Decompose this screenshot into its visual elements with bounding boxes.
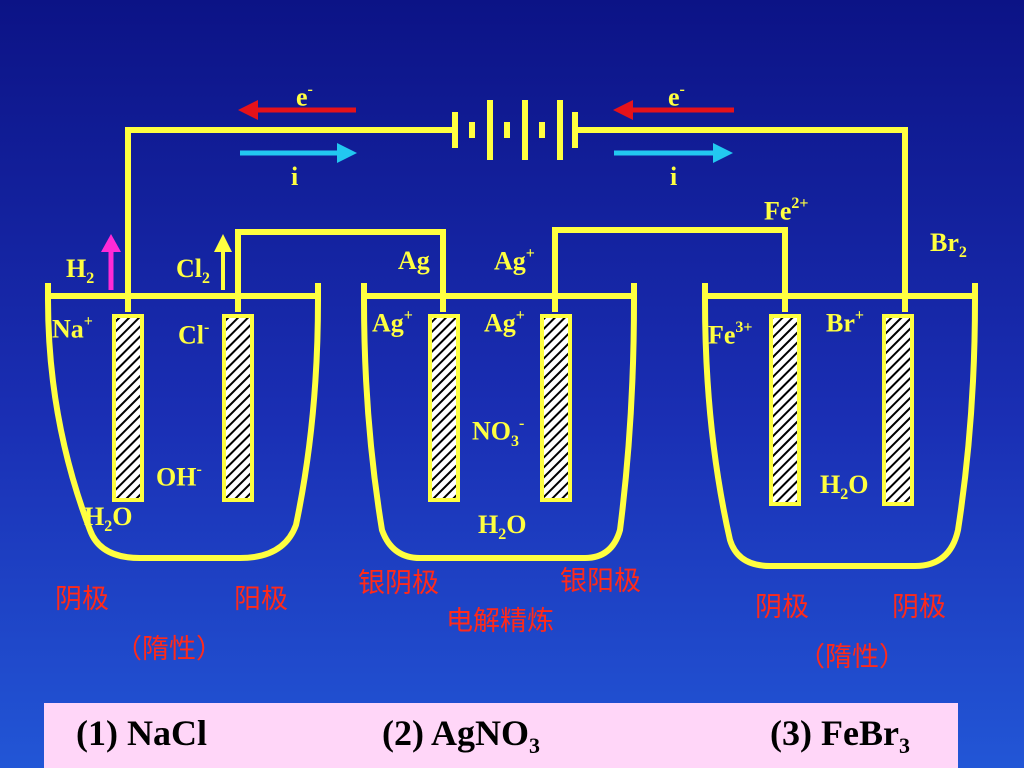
cell2-ion-nitrate: NO3- <box>472 415 525 450</box>
electrode-cell3-right <box>882 314 914 506</box>
formula-cell2: (2) AgNO3 <box>382 713 540 759</box>
electrode-cell2-anode <box>540 314 572 502</box>
cell3-ion-br: Br+ <box>826 307 865 338</box>
cell2-ion-left: Ag+ <box>372 307 413 338</box>
cell2-anode-caption: 银阳极 <box>560 566 641 597</box>
cell1-ion-oh: OH- <box>156 461 202 492</box>
electron-arrow-left <box>238 100 356 120</box>
cell3-left-caption: 阴极 <box>755 592 809 623</box>
formula-cell3: (3) FeBr3 <box>770 713 910 759</box>
cell2-cathode-caption: 银阴极 <box>358 568 439 599</box>
cl2-up-arrow <box>214 234 232 290</box>
wire-cell1-cell2 <box>235 229 446 312</box>
battery <box>452 100 578 160</box>
electrode-cell1-anode <box>222 314 254 502</box>
formula-cell1: (1) NaCl <box>76 713 207 753</box>
electrode-cell1-cathode <box>112 314 144 502</box>
beaker-cell1 <box>45 283 321 561</box>
cell1-anode-caption: 阳极 <box>234 584 288 615</box>
cell1-ion-cl: Cl- <box>178 319 210 350</box>
cell1-solvent: H2O <box>84 502 133 536</box>
cell3-solvent: H2O <box>820 470 869 504</box>
cell3-top-br2: Br2 <box>930 228 967 262</box>
current-arrow-right <box>614 143 733 163</box>
cell2-process-caption: 电解精炼 <box>446 606 554 637</box>
cell3-right-caption: 阴极 <box>892 592 946 623</box>
current-arrow-left <box>240 143 357 163</box>
h2-up-arrow <box>101 234 121 290</box>
cell1-ion-na: Na+ <box>52 313 93 344</box>
beaker-cell3 <box>702 283 978 569</box>
outer-circuit-wire-right <box>575 127 908 312</box>
electrode-cell2-cathode <box>428 314 460 502</box>
electron-label-right: e- <box>668 81 685 112</box>
wire-cell2-cell3 <box>552 227 788 312</box>
cell1-gas-h2: H2 <box>66 254 95 288</box>
electron-label-left: e- <box>296 81 313 112</box>
beaker-cell2 <box>361 283 637 561</box>
cell2-top-ag-ion: Ag+ <box>494 245 535 276</box>
cell2-solvent: H2O <box>478 510 527 544</box>
formula-bar <box>44 703 958 768</box>
cell2-top-ag: Ag <box>398 246 430 275</box>
outer-circuit-wire <box>125 127 455 312</box>
cell1-cathode-caption: 阴极 <box>55 584 109 615</box>
electron-arrow-right <box>613 100 734 120</box>
cell3-inert-note: （隋性） <box>798 642 906 673</box>
cell3-ion-fe: Fe3+ <box>708 319 753 350</box>
electrode-cell3-left <box>769 314 801 506</box>
current-label-left: i <box>291 162 299 191</box>
current-label-right: i <box>670 162 678 191</box>
cell3-top-fe: Fe2+ <box>764 195 809 226</box>
cell2-ion-right: Ag+ <box>484 307 525 338</box>
cell1-gas-cl2: Cl2 <box>176 254 210 288</box>
cell1-inert-note: （隋性） <box>115 634 223 665</box>
